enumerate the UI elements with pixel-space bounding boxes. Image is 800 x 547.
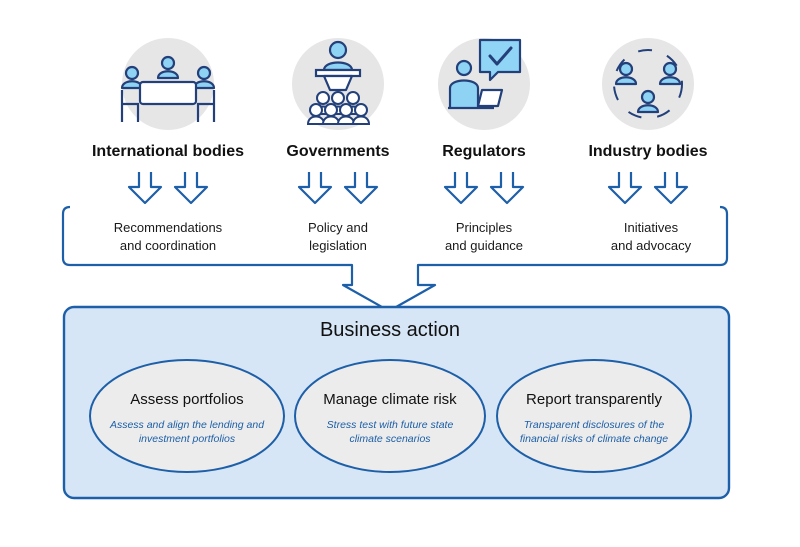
- output-label-line: Recommendations: [113, 220, 223, 235]
- down-arrows-industry: [607, 170, 689, 205]
- oval-assess-portfolios: [89, 359, 285, 473]
- oval-manage-climate-risk: [294, 359, 486, 473]
- oval-report-transparently: [496, 359, 692, 473]
- output-label-line: Policy and: [308, 220, 368, 235]
- down-arrows-governments: [297, 170, 379, 205]
- podium-speaker-icon: [292, 38, 384, 130]
- meeting-table-icon: [120, 38, 216, 130]
- oval-description-line: Transparent disclosures of the: [523, 419, 665, 431]
- actor-title: Governments: [286, 143, 390, 160]
- down-arrows-regulators: [443, 170, 525, 205]
- output-label-line: and coordination: [119, 238, 217, 253]
- actor-title: Industry bodies: [588, 143, 708, 160]
- oval-description: Assess and align the lending and investm…: [97, 418, 277, 446]
- output-label-line: legislation: [309, 238, 367, 253]
- down-arrows-international: [127, 170, 209, 205]
- oval-description-line: Assess and align the lending and: [109, 419, 265, 431]
- output-label-line: Initiatives: [623, 220, 679, 235]
- regulator-checkmark-icon: [438, 38, 530, 130]
- output-label-line: Principles: [455, 220, 513, 235]
- output-label-line: and guidance: [444, 238, 524, 253]
- output-label: Recommendations and coordination: [88, 219, 248, 255]
- oval-description: Transparent disclosures of the financial…: [504, 418, 684, 446]
- oval-title: Assess portfolios: [130, 391, 244, 408]
- oval-description-line: climate scenarios: [349, 433, 431, 445]
- panel-title: Business action: [319, 319, 461, 341]
- network-people-icon: [602, 38, 694, 130]
- output-label: Initiatives and advocacy: [571, 219, 731, 255]
- actor-title: Regulators: [442, 143, 526, 160]
- oval-title: Manage climate risk: [323, 391, 457, 408]
- output-label: Policy and legislation: [258, 219, 418, 255]
- oval-description-line: Stress test with future state: [326, 419, 454, 431]
- oval-title: Report transparently: [526, 391, 662, 408]
- oval-description-line: investment portfolios: [138, 433, 236, 445]
- oval-description-line: financial risks of climate change: [519, 433, 669, 445]
- output-label: Principles and guidance: [404, 219, 564, 255]
- oval-description: Stress test with future state climate sc…: [300, 418, 480, 446]
- actor-title: International bodies: [91, 143, 244, 160]
- output-label-line: and advocacy: [610, 238, 692, 253]
